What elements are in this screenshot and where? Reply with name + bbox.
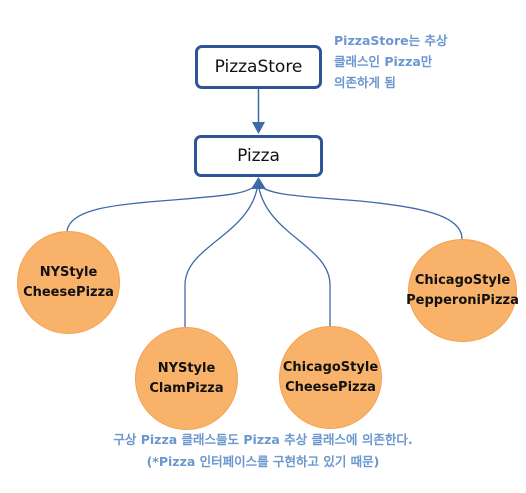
pizzastore-box: PizzaStore bbox=[195, 45, 322, 89]
note-line: (*Pizza 인터페이스를 구현하고 있기 때문) bbox=[146, 454, 380, 469]
chicago-style-cheese-pizza-node: ChicagoStyle CheesePizza bbox=[279, 326, 382, 429]
chicago-pepperoni-inherit-line bbox=[257, 182, 463, 240]
ny-cheese-inherit-line bbox=[66, 182, 259, 232]
chicago-cheese-inherit-line bbox=[257, 182, 331, 326]
node-label-line1: ChicagoStyle bbox=[282, 359, 379, 375]
pizzastore-label: PizzaStore bbox=[214, 57, 303, 77]
node-label-line2: ClamPizza bbox=[149, 380, 224, 396]
note-line: PizzaStore는 추상 bbox=[334, 33, 448, 48]
chicago-style-pepperoni-pizza-node: ChicagoStyle PepperoniPizza bbox=[406, 239, 519, 342]
concrete-dependency-note: 구상 Pizza 클래스들도 Pizza 추상 클래스에 의존한다. (*Piz… bbox=[0, 429, 526, 473]
node-label-line1: NYStyle bbox=[157, 360, 216, 376]
node-label-line2: CheesePizza bbox=[23, 284, 114, 300]
store-dependency-note: PizzaStore는 추상 클래스인 Pizza만 의존하게 됨 bbox=[334, 30, 524, 93]
note-line: 의존하게 됨 bbox=[334, 75, 396, 90]
node-label-line2: PepperoniPizza bbox=[406, 292, 519, 308]
node-label-line1: NYStyle bbox=[39, 264, 98, 280]
node-label-line2: CheesePizza bbox=[285, 379, 376, 395]
pizza-label: Pizza bbox=[237, 146, 280, 166]
pizza-box: Pizza bbox=[194, 135, 323, 177]
ny-clam-inherit-line bbox=[184, 182, 259, 327]
note-line: 클래스인 Pizza만 bbox=[334, 54, 433, 69]
ny-style-clam-pizza-node: NYStyle ClamPizza bbox=[135, 327, 238, 430]
store-to-pizza-arrowhead bbox=[252, 122, 265, 134]
ny-style-cheese-pizza-node: NYStyle CheesePizza bbox=[17, 231, 120, 334]
note-line: 구상 Pizza 클래스들도 Pizza 추상 클래스에 의존한다. bbox=[113, 432, 413, 447]
node-label-line1: ChicagoStyle bbox=[414, 272, 511, 288]
inheritance-arrowhead bbox=[251, 177, 266, 189]
